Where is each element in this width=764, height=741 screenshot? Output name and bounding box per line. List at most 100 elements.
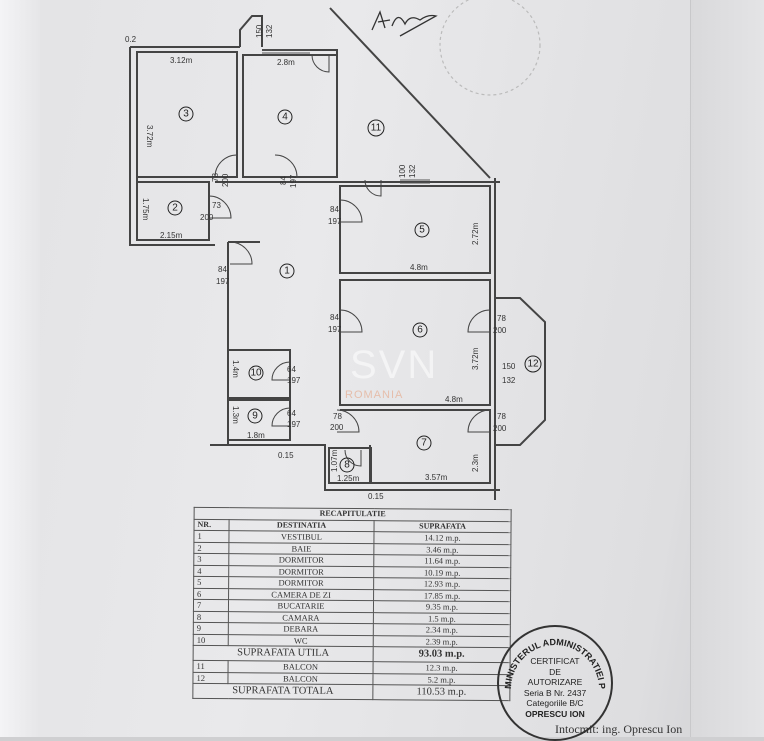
row-suprafata: 5.2 m.p.: [372, 673, 511, 686]
row-destinatia: CAMERA DE ZI: [228, 588, 374, 601]
row-suprafata: 10.19 m.p.: [373, 566, 511, 579]
header-nr: NR.: [194, 518, 230, 531]
author-line: Intocmit: ing. Oprescu Ion: [555, 722, 683, 736]
svg-text:5: 5: [419, 225, 425, 236]
room-10-label: 10: [248, 365, 264, 381]
svg-text:197: 197: [328, 217, 342, 226]
svg-text:84: 84: [218, 265, 227, 274]
room-6-label: 6: [412, 322, 428, 338]
dim-r4-width: 2.8m: [277, 58, 295, 67]
svg-text:78: 78: [497, 412, 506, 421]
dim-r10-height: 1.4m: [231, 360, 240, 378]
dim-r5-width: 4.8m: [410, 263, 428, 272]
room-1-label: 1: [279, 263, 295, 279]
balcony-11-edge: [329, 7, 491, 179]
room-9-label: 9: [247, 408, 263, 424]
faded-stamp: [439, 0, 541, 96]
row-suprafata: 9.35 m.p.: [373, 600, 511, 614]
svg-text:150: 150: [502, 362, 516, 371]
svg-text:64: 64: [287, 409, 296, 418]
svg-text:200: 200: [221, 173, 230, 187]
dim-r8-height: 1.07m: [330, 449, 339, 472]
dim-r6-height: 3.72m: [471, 347, 480, 370]
room-4-label: 4: [277, 109, 293, 125]
svg-text:78: 78: [497, 314, 506, 323]
row-totala: SUPRAFATA TOTALA 110.53 m.p.: [192, 683, 510, 701]
room-8-label: 8: [339, 457, 355, 473]
balcony-12-walls: [496, 297, 546, 446]
dim-r3-width: 3.12m: [170, 56, 193, 65]
row-nr: 1: [193, 530, 230, 543]
row-destinatia: DORMITOR: [228, 553, 374, 567]
room-9-walls: [227, 399, 291, 441]
room-12-label: 12: [524, 355, 542, 373]
summary-table: RECAPITULATIE NR. DESTINATIA SUPRAFATA 1…: [192, 507, 512, 701]
svg-text:12: 12: [527, 359, 539, 370]
dim-r9-width: 1.8m: [247, 431, 265, 440]
row-suprafata: 12.93 m.p.: [373, 577, 511, 591]
dim-r3-height: 3.72m: [145, 125, 154, 148]
header-suprafata: SUPRAFATA: [374, 520, 512, 533]
svg-text:200: 200: [200, 213, 214, 222]
svg-text:197: 197: [216, 277, 230, 286]
row-suprafata: 17.85 m.p.: [373, 589, 511, 602]
dim-r6-width: 4.8m: [445, 395, 463, 404]
dim-r7-height: 2.3m: [471, 454, 480, 472]
row-suprafata: 11.64 m.p.: [373, 554, 511, 568]
row-nr: 6: [193, 587, 229, 600]
svg-text:100: 100: [398, 164, 407, 178]
svg-text:132: 132: [265, 24, 274, 38]
row-nr: 8: [193, 610, 229, 623]
row-nr: 12: [192, 671, 229, 684]
room-5-walls: [339, 185, 491, 274]
row-nr: 10: [193, 633, 229, 646]
opening-labels: 150 132 100 132 73 200 84 197 84 197 84 …: [200, 24, 516, 433]
dim-r2-height: 1.75m: [141, 198, 150, 221]
row-nr: 11: [193, 660, 229, 673]
row-destinatia: WC: [228, 634, 374, 647]
row-destinatia: CAMARA: [228, 611, 374, 624]
svg-text:11: 11: [371, 123, 382, 134]
svg-text:1: 1: [284, 266, 290, 277]
row-suprafata: 14.12 m.p.: [373, 531, 512, 545]
row-destinatia: BUCATARIE: [228, 599, 374, 613]
page-edge: [690, 0, 764, 737]
svg-text:200: 200: [493, 326, 507, 335]
svg-text:84: 84: [279, 176, 288, 185]
room-5-label: 5: [414, 222, 430, 238]
row-suprafata: 2.34 m.p.: [373, 623, 511, 637]
room-3-label: 3: [178, 106, 194, 122]
svg-text:73: 73: [212, 201, 221, 210]
room-10-walls: [227, 349, 291, 399]
row-destinatia: DORMITOR: [228, 576, 374, 590]
dim-r2-width: 2.15m: [160, 231, 183, 240]
underlying-sheet: [0, 0, 40, 737]
watermark-sub: ROMANIA: [345, 389, 404, 401]
room-11-label: 11: [367, 119, 385, 137]
authorization-stamp: MINISTERUL ADMINISTRATIEI PUBLICE CERTIF…: [497, 625, 613, 741]
row-destinatia: BAIE: [228, 542, 374, 555]
row-destinatia: BALCON: [227, 672, 374, 685]
dim-r5-height: 2.72m: [471, 222, 480, 245]
row-nr: 5: [193, 576, 229, 589]
doors: [208, 54, 491, 467]
signature: [371, 10, 438, 37]
room-7-label: 7: [416, 435, 432, 451]
svg-text:197: 197: [287, 376, 301, 385]
svg-text:10: 10: [250, 368, 262, 379]
row-suprafata: 2.39 m.p.: [373, 635, 511, 648]
row-nr: 3: [193, 553, 229, 566]
svg-text:6: 6: [417, 325, 423, 336]
header-destinatia: DESTINATIA: [229, 519, 375, 532]
svg-text:84: 84: [330, 313, 339, 322]
room-2-label: 2: [167, 200, 183, 216]
svg-text:7: 7: [421, 438, 427, 449]
svg-text:200: 200: [493, 424, 507, 433]
row-destinatia: BALCON: [228, 660, 374, 674]
row-suprafata: 1.5 m.p.: [373, 612, 511, 625]
svg-text:150: 150: [255, 24, 264, 38]
svg-text:132: 132: [408, 164, 417, 178]
svg-text:197: 197: [287, 420, 301, 429]
svg-text:3: 3: [183, 109, 189, 120]
